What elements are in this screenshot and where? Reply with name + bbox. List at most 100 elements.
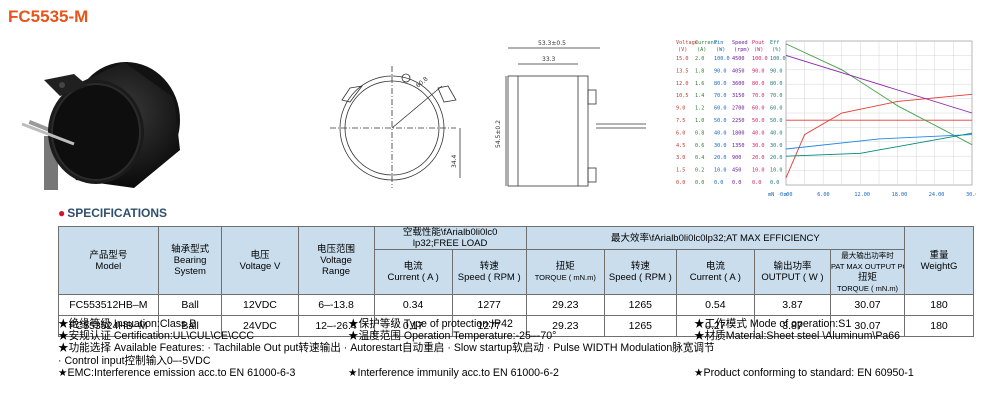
- graph-col-header: Eff: [770, 40, 779, 46]
- dim-diag: 60.8: [415, 75, 430, 89]
- cell-free-speed: 1277: [451, 315, 527, 337]
- cell-torque: 29.23: [525, 294, 605, 316]
- graph-tick-label: 4500: [732, 56, 745, 62]
- cell-free-speed: 1277: [451, 294, 527, 316]
- cell-speed: 1265: [603, 294, 677, 316]
- graph-col-unit: (W): [716, 47, 725, 53]
- graph-col-header: Speed: [732, 40, 748, 46]
- graph-x-tick: 24.00: [929, 192, 945, 198]
- graph-tick-label: 1.4: [695, 93, 704, 99]
- graph-tick-label: 30.0: [770, 143, 783, 149]
- graph-col-header: Current: [695, 40, 717, 46]
- graph-tick-label: 50.0: [714, 118, 727, 124]
- graph-curve: [785, 132, 973, 157]
- note-temperature: ★温度范围 Operation Temperature:-25–-70°: [348, 330, 557, 343]
- graph-tick-label: 6.0: [676, 130, 685, 136]
- graph-tick-label: 100.0: [770, 56, 786, 62]
- graph-tick-label: 10.5: [676, 93, 689, 99]
- graph-tick-label: 2.0: [695, 56, 704, 62]
- graph-tick-label: 70.0: [770, 93, 783, 99]
- graph-tick-label: 1.6: [695, 81, 704, 87]
- cell-torque: 29.23: [525, 315, 605, 337]
- graph-tick-label: 0.0: [752, 180, 761, 186]
- graph-tick-label: 0.0: [695, 180, 704, 186]
- graph-tick-label: 60.0: [752, 106, 765, 112]
- graph-tick-label: 0.0: [732, 180, 741, 186]
- note-immunity: ★Interference immunily acc.to EN 61000-6…: [348, 366, 559, 379]
- cell-current: 0.27: [675, 315, 755, 337]
- graph-x-unit: mN · m: [768, 192, 787, 198]
- graph-tick-label: 4.5: [676, 143, 685, 149]
- graph-tick-label: 2700: [732, 106, 745, 112]
- graph-x-tick: 12.00: [854, 192, 870, 198]
- table-row: FC553524HB–M Ball 24VDC 12–-26.4 0.17 12…: [58, 315, 974, 337]
- graph-tick-label: 3.0: [676, 155, 685, 161]
- graph-tick-label: 3600: [732, 81, 745, 87]
- technical-drawing: 53.3±0.5 33.3 60.8 54.5±0.2 34.4: [330, 40, 646, 188]
- note-insulation: ★绝缘等级 Insuation:Class B: [58, 318, 197, 330]
- graph-curve: [785, 134, 973, 150]
- graph-tick-label: 80.0: [714, 81, 727, 87]
- graph-tick-label: 9.0: [676, 106, 685, 112]
- feature-notes: ★绝缘等级 Insuation:Class B★保护等级 Type of pro…: [58, 318, 988, 379]
- cell-model: FC553524HB–M: [58, 315, 159, 337]
- graph-tick-label: 0.0: [676, 180, 685, 186]
- graph-tick-label: 40.0: [714, 130, 727, 136]
- graph-tick-label: 70.0: [714, 93, 727, 99]
- cell-current: 0.54: [675, 294, 755, 316]
- graph-x-tick: 18.00: [892, 192, 908, 198]
- graph-tick-label: 20.0: [714, 155, 727, 161]
- header-max-efficiency: 最大效率\fArialb0li0lc0lp32;AT MAX EFFICIENC…: [525, 226, 906, 250]
- graph-tick-label: 60.0: [770, 106, 783, 112]
- cell-bearing: Ball: [157, 315, 223, 337]
- graph-curve: [785, 93, 973, 178]
- graph-tick-label: 20.0: [752, 155, 765, 161]
- graph-x-tick: 0.00: [780, 192, 793, 198]
- graph-tick-label: 12.0: [676, 81, 689, 87]
- graph-col-unit: (A): [697, 47, 706, 53]
- graph-tick-label: 0.6: [695, 143, 704, 149]
- graph-tick-label: 450: [732, 168, 741, 174]
- graph-tick-label: 40.0: [770, 130, 783, 136]
- graph-tick-label: 13.5: [676, 68, 689, 74]
- graph-tick-label: 1350: [732, 143, 745, 149]
- graph-tick-label: 1.8: [695, 68, 704, 74]
- graph-col-unit: (%): [772, 47, 781, 53]
- graph-tick-label: 0.4: [695, 155, 704, 161]
- cell-free-current: 0.17: [373, 315, 453, 337]
- cell-model: FC553512HB–M: [58, 294, 159, 316]
- cell-max-torque: 30.07: [829, 315, 906, 337]
- motor-photo: [21, 62, 180, 190]
- dim-height: 54.5±0.2: [495, 120, 502, 148]
- cell-output: 3.87: [753, 294, 831, 316]
- note-operation-mode: ★工作模式 Mode of operation:S1: [694, 318, 852, 330]
- cell-voltage: 12VDC: [221, 294, 299, 316]
- graph-tick-label: 30.0: [752, 143, 765, 149]
- graph-tick-label: 1.0: [695, 118, 704, 124]
- graph-tick-label: 0.8: [695, 130, 704, 136]
- cell-output: 3.87: [753, 315, 831, 337]
- graph-tick-label: 10.0: [714, 168, 727, 174]
- dim-top: 53.3±0.5: [538, 40, 566, 47]
- graph-tick-label: 50.0: [770, 118, 783, 124]
- graph-tick-label: 60.0: [714, 106, 727, 112]
- note-control-input: · Control input控制输入0–-5VDC: [58, 354, 211, 367]
- graph-col-unit: (W): [754, 47, 763, 53]
- graph-tick-label: 70.0: [752, 93, 765, 99]
- graph-tick-label: 30.0: [714, 143, 727, 149]
- graph-tick-label: 0.2: [695, 168, 704, 174]
- graph-tick-label: 40.0: [752, 130, 765, 136]
- graph-x-tick: 30.00: [966, 192, 976, 198]
- note-material: ★材质Material:Sheet steel \Aluminum\Pa66: [694, 330, 901, 343]
- graph-tick-label: 1800: [732, 130, 745, 136]
- cell-weight: 180: [904, 315, 974, 337]
- graph-tick-label: 4050: [732, 68, 745, 74]
